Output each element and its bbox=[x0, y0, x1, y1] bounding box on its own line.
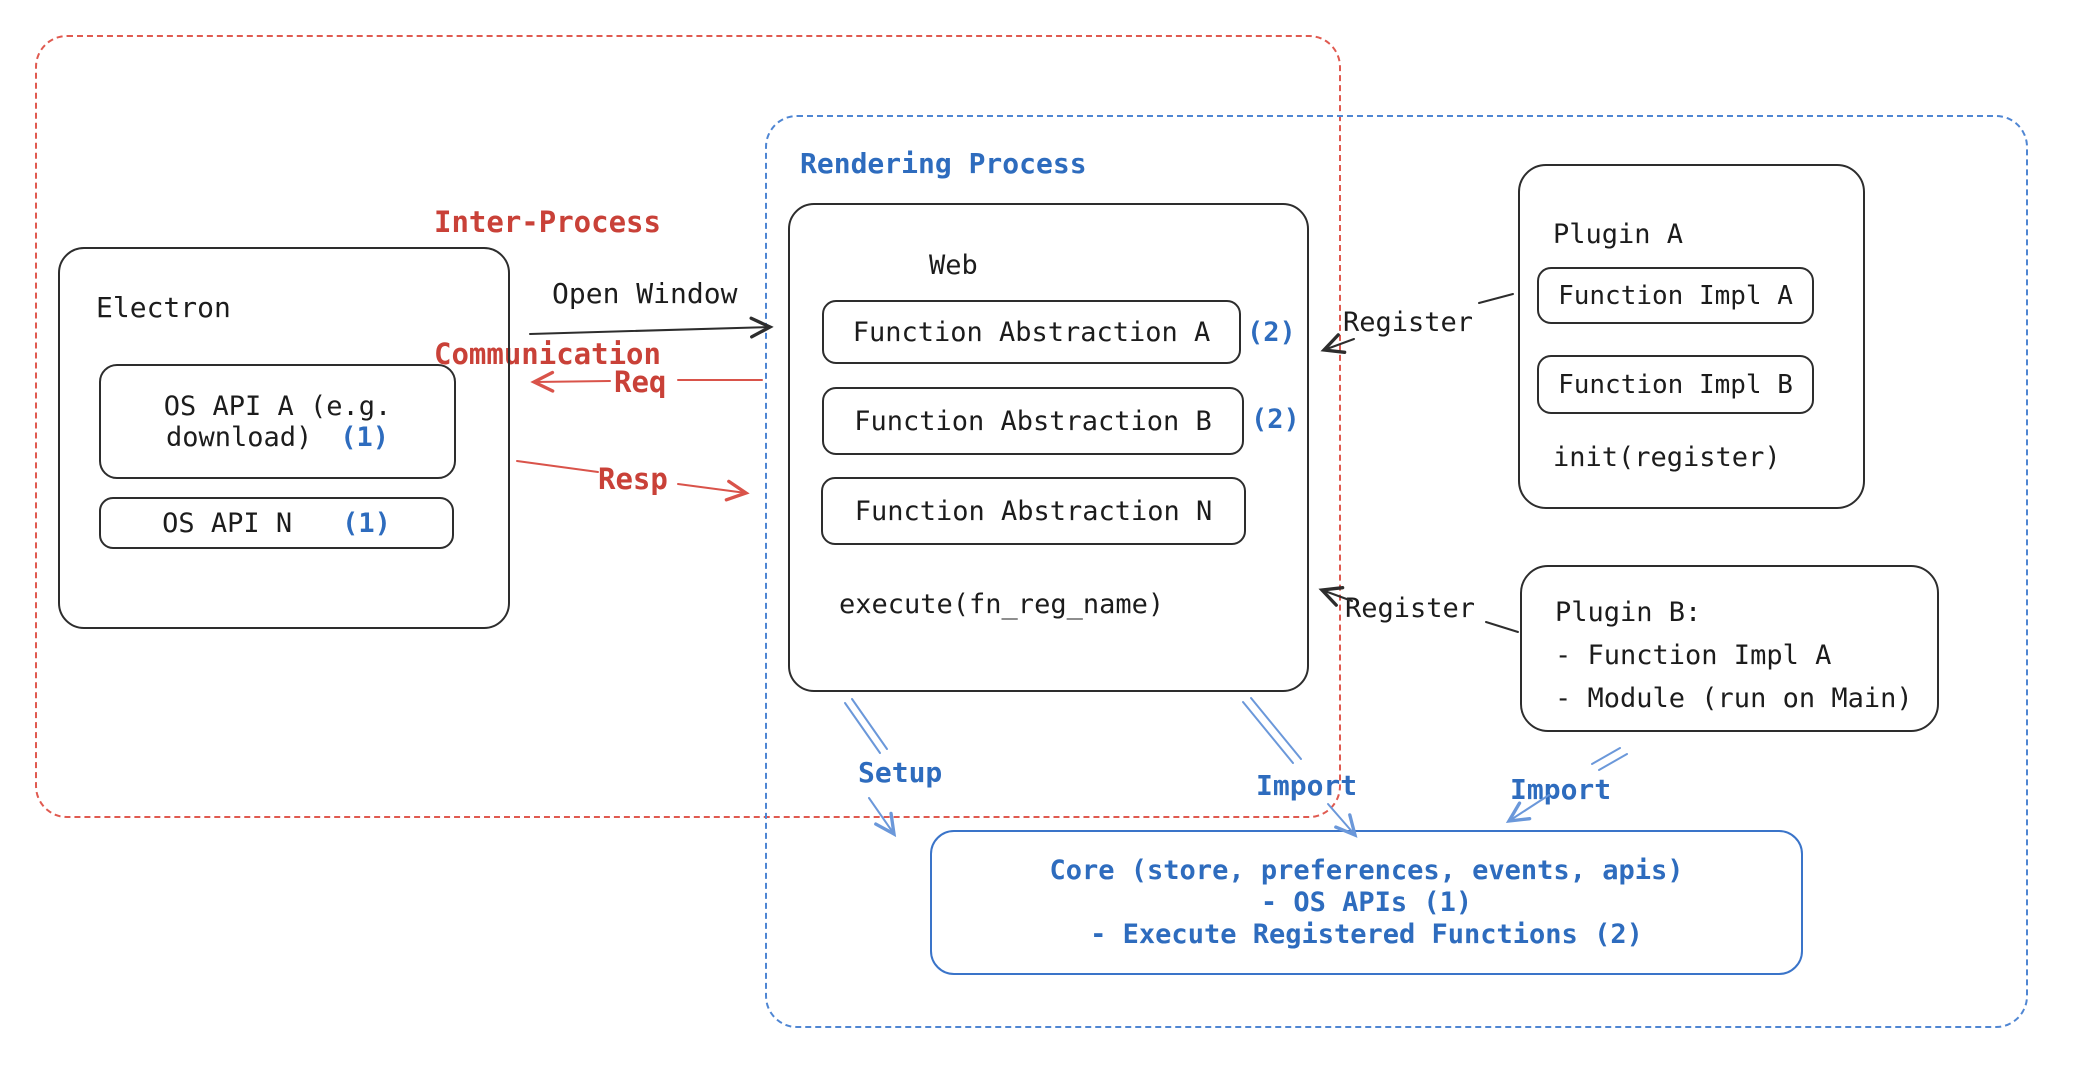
core-line2: - OS APIs (1) bbox=[1260, 886, 1473, 918]
function-impl-b-text: Function Impl B bbox=[1558, 369, 1793, 400]
import-web-label: Import bbox=[1256, 769, 1358, 802]
os-api-n-box: OS API N (1) bbox=[99, 497, 454, 549]
plugin-a-title: Plugin A bbox=[1553, 219, 1684, 250]
register-plugin-a-label: Register bbox=[1343, 307, 1474, 338]
os-api-a-box: OS API A (e.g. download) (1) bbox=[99, 364, 456, 479]
web-box bbox=[788, 203, 1309, 692]
req-label: Req bbox=[614, 365, 667, 399]
os-api-a-line1: OS API A (e.g. bbox=[163, 390, 392, 422]
function-abstraction-a-number-badge: (2) bbox=[1247, 317, 1296, 348]
os-api-n-text: OS API N bbox=[162, 507, 293, 539]
setup-label: Setup bbox=[858, 756, 943, 789]
function-abstraction-n-box: Function Abstraction N bbox=[821, 477, 1246, 545]
os-api-a-number-badge: (1) bbox=[340, 421, 390, 453]
function-abstraction-b-number-badge: (2) bbox=[1251, 404, 1300, 435]
import-plugin-label: Import bbox=[1510, 773, 1612, 806]
web-title: Web bbox=[929, 250, 978, 281]
function-impl-a-box: Function Impl A bbox=[1537, 267, 1814, 324]
ipc-title-line1: Inter-Process bbox=[434, 205, 661, 239]
open-window-label: Open Window bbox=[552, 277, 738, 310]
core-box: Core (store, preferences, events, apis) … bbox=[930, 830, 1803, 975]
ipc-title-line2: Communication bbox=[434, 337, 661, 371]
ipc-boundary-box bbox=[35, 35, 1341, 818]
plugin-b-line2: - Function Impl A bbox=[1555, 640, 1832, 671]
rendering-title: Rendering Process bbox=[800, 147, 1087, 180]
plugin-b-box: Plugin B: - Function Impl A - Module (ru… bbox=[1520, 565, 1939, 732]
rendering-boundary-box bbox=[765, 115, 2028, 1028]
function-abstraction-n-text: Function Abstraction N bbox=[854, 495, 1213, 527]
plugin-b-line3: - Module (run on Main) bbox=[1555, 683, 1913, 714]
register-plugin-b-label: Register bbox=[1345, 593, 1476, 624]
ipc-title: Inter-Process Communication bbox=[434, 112, 661, 464]
os-api-n-number-badge: (1) bbox=[342, 507, 391, 539]
os-api-a-line2: download) (1) bbox=[166, 422, 389, 453]
function-impl-b-box: Function Impl B bbox=[1537, 355, 1814, 414]
resp-label: Resp bbox=[598, 462, 668, 496]
plugin-b-line1: Plugin B: bbox=[1555, 597, 1702, 628]
core-line3: - Execute Registered Functions (2) bbox=[1090, 918, 1643, 950]
init-register-label: init(register) bbox=[1553, 442, 1781, 473]
execute-call-label: execute(fn_reg_name) bbox=[839, 589, 1165, 620]
function-abstraction-a-box: Function Abstraction A bbox=[822, 300, 1241, 364]
function-abstraction-a-text: Function Abstraction A bbox=[852, 316, 1211, 348]
core-line1: Core (store, preferences, events, apis) bbox=[1049, 854, 1684, 886]
plugin-a-box bbox=[1518, 164, 1865, 509]
function-abstraction-b-box: Function Abstraction B bbox=[822, 387, 1244, 455]
electron-title: Electron bbox=[96, 291, 231, 324]
electron-box bbox=[58, 247, 510, 629]
function-impl-a-text: Function Impl A bbox=[1558, 280, 1793, 311]
function-abstraction-b-text: Function Abstraction B bbox=[854, 405, 1212, 437]
os-api-a-line2-text: download) bbox=[165, 421, 313, 453]
